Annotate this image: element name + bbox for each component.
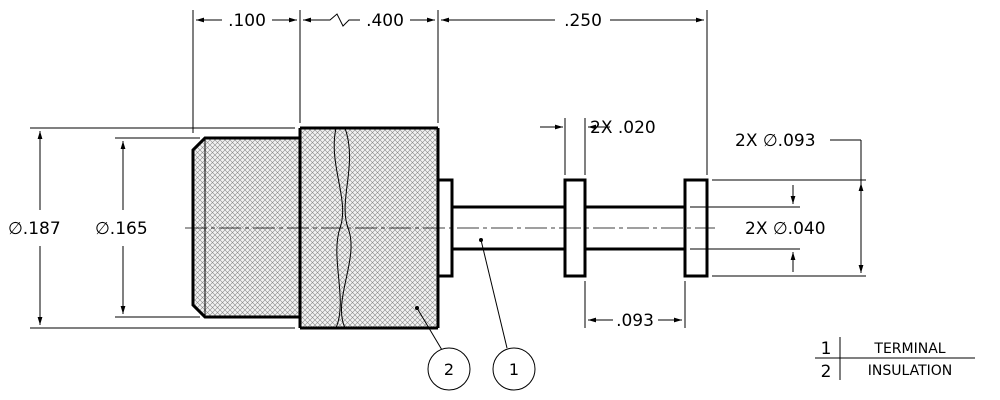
insulation-outline-left — [191, 136, 300, 319]
extension-lines — [30, 10, 866, 329]
balloon-item-1: 1 — [479, 238, 536, 391]
dim-flange-spacing: .093 — [616, 311, 654, 331]
dim-outer-diameter: ∅.187 — [8, 219, 61, 239]
bill-of-materials: 1 TERMINAL 2 INSULATION — [815, 337, 975, 382]
insulation-hatch-right — [334, 128, 438, 328]
bom-item-description: INSULATION — [868, 363, 953, 379]
balloon-label: 1 — [509, 360, 519, 379]
bom-item-number: 1 — [821, 339, 832, 359]
dim-top-250: .250 — [564, 11, 602, 31]
bom-item-number: 2 — [821, 362, 832, 382]
balloon-label: 2 — [444, 360, 454, 379]
dim-inner-diameter: ∅.165 — [95, 219, 148, 239]
dim-pin-diameter: 2X ∅.040 — [745, 219, 826, 239]
dim-flange-diameter: 2X ∅.093 — [735, 131, 816, 151]
dim-top-100: .100 — [228, 11, 266, 31]
dimension-lines — [37, 13, 864, 325]
bom-item-description: TERMINAL — [873, 341, 945, 357]
balloon-item-2: 2 — [415, 306, 471, 391]
dim-top-400: .400 — [366, 11, 404, 31]
dim-flange-thickness: 2X .020 — [590, 118, 656, 138]
